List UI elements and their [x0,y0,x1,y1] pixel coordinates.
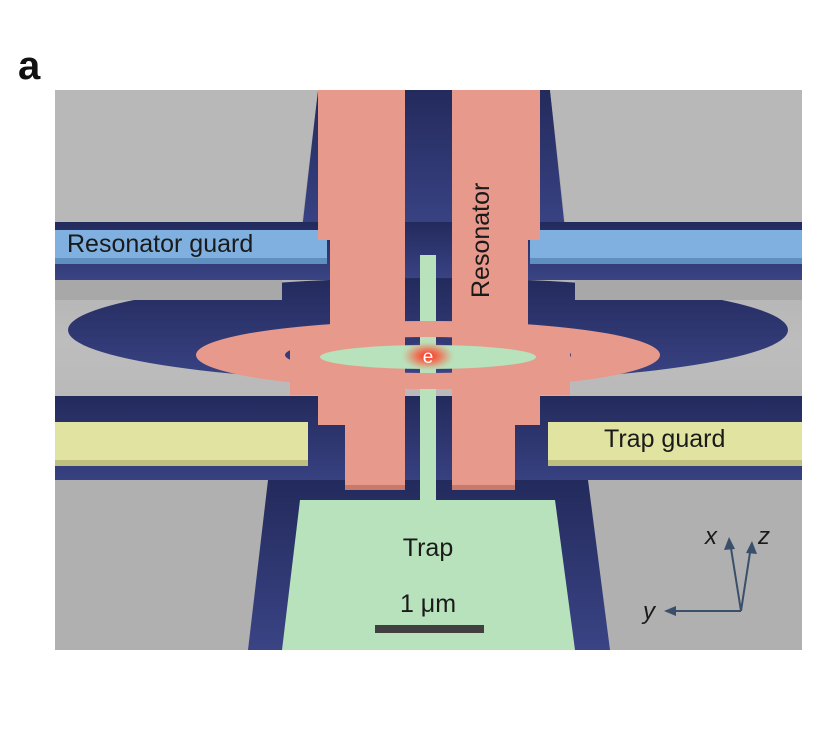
resonator-edge-shading [345,485,515,490]
resonator-electrodes [196,90,660,485]
scale-bar-label: 1 μm [400,590,456,618]
axis-label-x: x [704,523,718,550]
substrate-islands [55,90,802,650]
electron-glow [402,342,454,370]
scale-bar [375,625,484,633]
axis-label-z: z [757,523,770,550]
label-trap: Trap [403,534,453,562]
axis-label-y: y [641,598,657,625]
panel-label: a [18,44,41,88]
label-resonator-guard: Resonator guard [67,230,253,258]
label-electron: e [423,347,434,368]
axis-arrowheads [664,537,757,616]
axis-triad [668,541,752,612]
label-trap-guard: Trap guard [604,425,725,453]
resonator-guard [55,230,802,264]
label-resonator: Resonator [467,183,495,298]
trap-guard [55,422,802,466]
